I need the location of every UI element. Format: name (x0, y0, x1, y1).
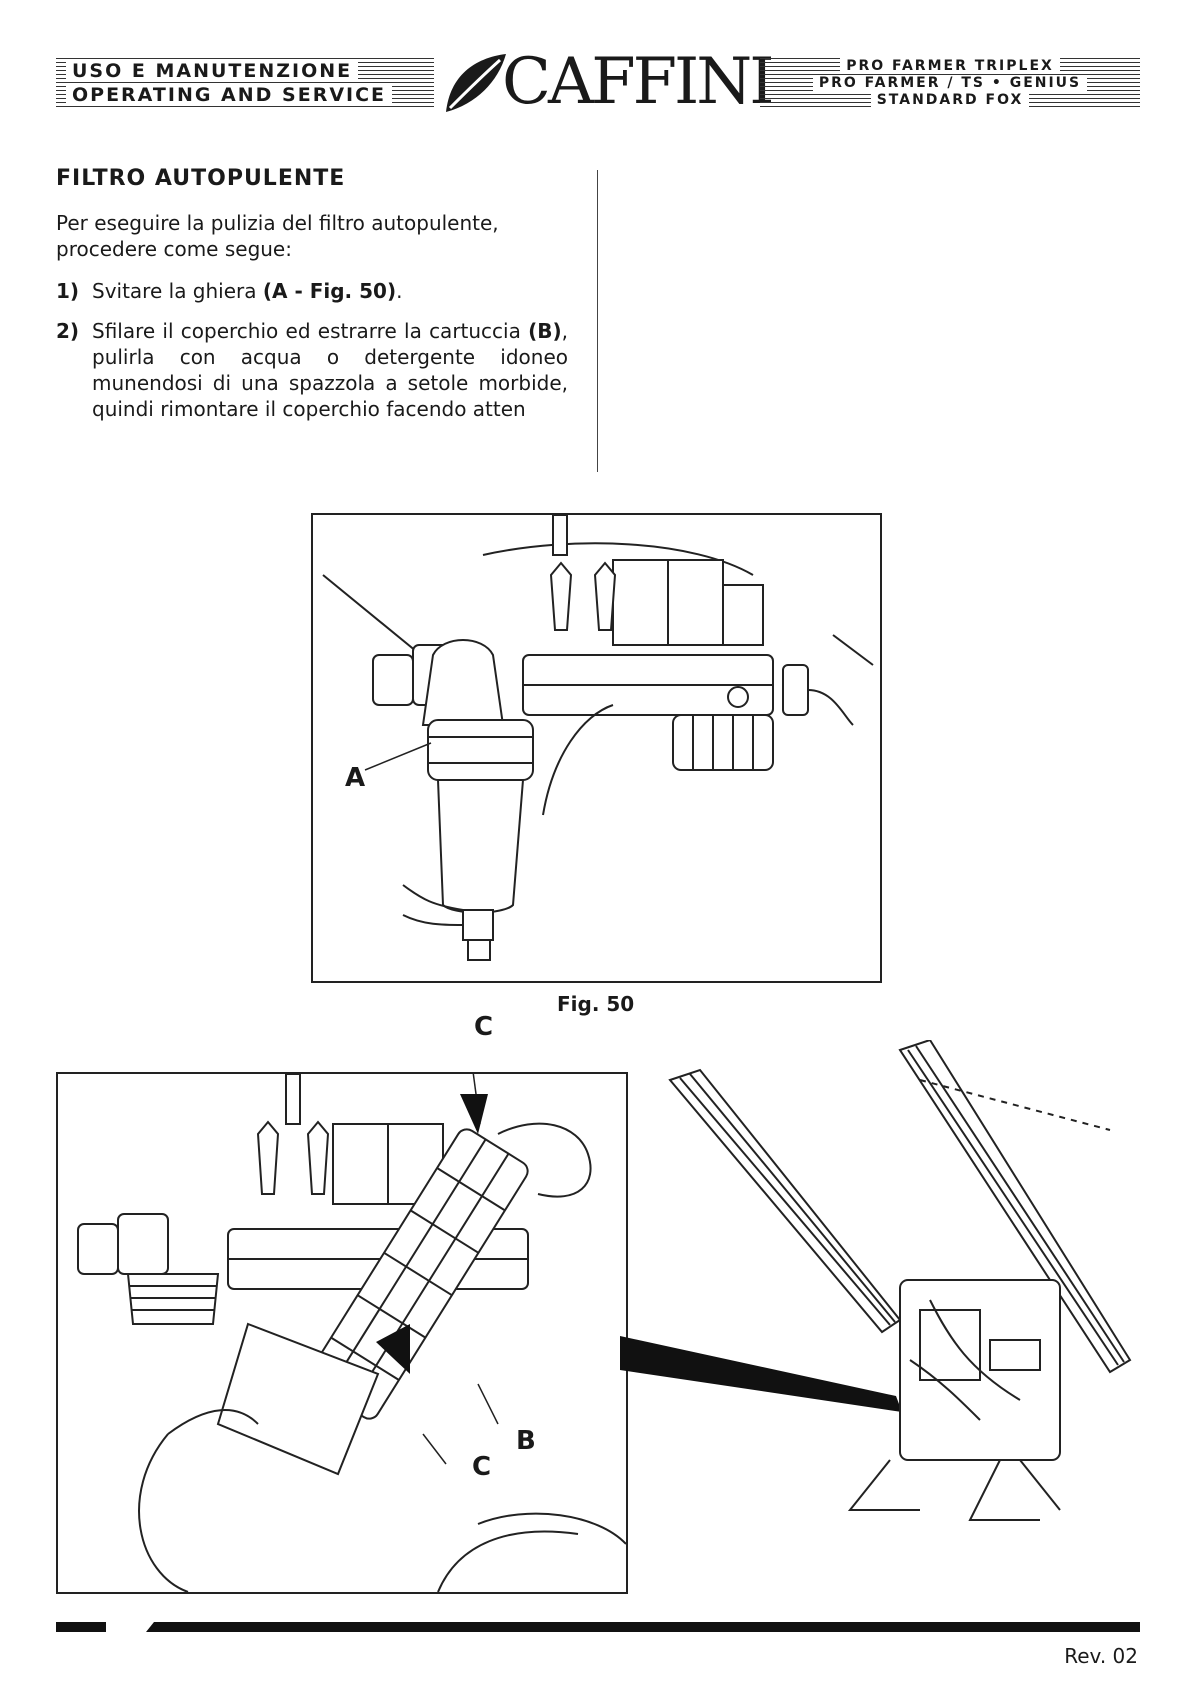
header-manual-title-it: USO E MANUTENZIONE (66, 60, 359, 82)
figure-cartridge-removal: B C (56, 1033, 628, 1594)
revision-label: Rev. 02 (1064, 1644, 1138, 1668)
step-1: 1) Svitare la ghiera (A - Fig. 50). (56, 279, 403, 303)
footer-bar-right (146, 1622, 1140, 1632)
header-model-line-3: STANDARD FOX (870, 92, 1030, 108)
sprayer-machine-illustration (620, 1038, 1160, 1540)
brand-logo: CAFFINI (440, 46, 775, 118)
step-number: 1) (56, 279, 80, 303)
header-manual-title-en: OPERATING AND SERVICE (66, 84, 393, 106)
section-title: FILTRO AUTOPULENTE (56, 166, 346, 191)
filter-valve-illustration (322, 514, 874, 961)
step-2: 2) Sfilare il coperchio ed estrarre la c… (56, 318, 568, 422)
header-left: USO E MANUTENZIONE OPERATING AND SERVICE (56, 58, 434, 110)
step-number: 2) (56, 319, 80, 343)
figure-reference: (A - Fig. 50) (262, 279, 397, 303)
callout-c-top: C (474, 1012, 494, 1042)
step-text-cont: , pulirla con acqua o detergente idoneo … (92, 319, 568, 421)
callout-a: A (345, 763, 366, 793)
callout-c-bottom: C (472, 1452, 492, 1482)
callout-b: B (516, 1426, 536, 1456)
header-model-line-1: PRO FARMER TRIPLEX (840, 58, 1060, 74)
cartridge-removal-illustration (77, 1033, 627, 1593)
part-reference: (B) (528, 319, 562, 343)
step-text: Sfilare il coperchio ed estrarre la cart… (92, 319, 529, 343)
brand-name: CAFFINI (502, 45, 775, 119)
column-divider (597, 170, 598, 472)
footer-bar-left (56, 1622, 106, 1632)
intro-paragraph: Per eseguire la pulizia del filtro autop… (56, 211, 499, 261)
figure-50-filter: A (311, 513, 882, 983)
figure-50-caption: Fig. 50 (557, 992, 635, 1016)
leaf-icon (446, 54, 506, 112)
step-text: Svitare la ghiera (92, 279, 263, 303)
header-right: PRO FARMER TRIPLEX PRO FARMER / TS • GEN… (760, 58, 1140, 110)
header-model-line-2: PRO FARMER / TS • GENIUS (812, 75, 1088, 91)
